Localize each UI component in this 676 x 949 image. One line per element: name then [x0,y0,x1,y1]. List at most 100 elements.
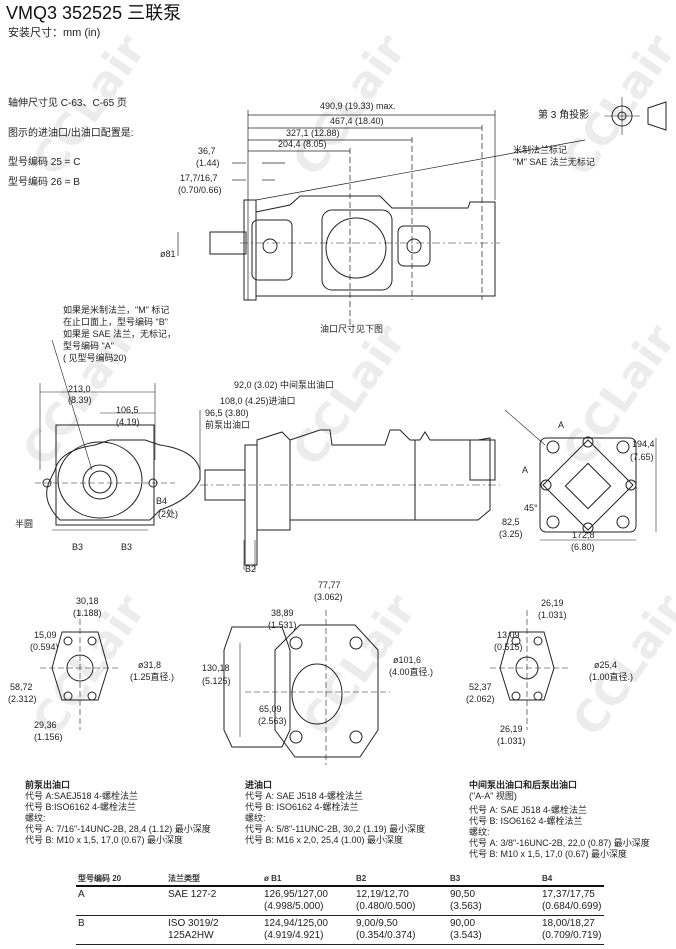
cell-line: SAE 127-2 [168,889,217,900]
port-note-line: 代号 A: 3/8"-16UNC-2B, 22,0 (0.87) 最小深度 [469,838,650,848]
dim-angle: 45° [524,503,538,513]
cell-line: (4.998/5.000) [264,901,324,912]
section-a-label: A [522,465,529,475]
dim-b3: B3 [72,542,84,552]
section-a-label: A [558,420,565,430]
dim-1-44: (1.44) [196,158,220,168]
dim-17-7: 17,7/16,7 [180,173,218,183]
port-note-title: 进油口 [245,780,273,790]
port1-dim: (2.312) [8,694,37,704]
cell-line: ISO 3019/2 [168,918,219,929]
projection-label: 第 3 角投影 [538,110,590,121]
port-note-line: 螺纹: [469,827,490,837]
cell-line: (0.480/0.500) [356,901,416,912]
port3-dia: (1.00直径.) [589,672,634,682]
page-subtitle: 安装尺寸：mm (in) [8,27,101,39]
table-header: ø B1 [262,872,354,887]
port1-dim: 29,36 [34,720,57,730]
port2-dia: ø101,6 [393,655,422,665]
port-note-line: 代号 A:SAEJ518 4-螺栓法兰 [25,791,139,801]
third-angle-projection-icon [604,97,667,135]
port2-dim: (1.531) [268,620,297,630]
port2-dim: (5.125) [202,676,231,686]
flange-spec-table: 型号编码 20 法兰类型 ø B1 B2 B3 B4 A SAE 127-2 1… [76,872,604,945]
port-note-line: 代号 B: ISO6162 4-螺栓法兰 [469,816,583,826]
port-flange-front-outlet [40,610,120,730]
table-cell: 90,50(3.563) [448,886,540,916]
dim-0-70: (0.70/0.66) [178,185,222,195]
pump-side-view [199,410,500,570]
front-note: ( 见型号编码20) [63,353,127,363]
dim-172-8: 172,8 [572,530,595,540]
port-note-title: 前泵出油口 [25,780,71,790]
port-flange-rear-outlet [490,610,568,730]
dim-7-65: (7.65) [630,452,654,462]
dim-b2: B2 [245,564,257,574]
dim-overall: 490,9 (19.33) max. [320,101,396,111]
dim-dia81: ø81 [160,249,176,259]
table-header: B4 [540,872,604,887]
cell-line: 12,19/12,70 [356,889,409,900]
cell-line: (4.919/4.921) [264,930,324,941]
cell-line: (3.563) [450,901,482,912]
table-cell: 126,95/127,00(4.998/5.000) [262,886,354,916]
port-note-title: 中间泵出油口和后泵出油口 [469,780,578,790]
port1-dia: ø31,8 [138,660,162,670]
flange-mark-1: 米制法兰标记 [513,145,568,155]
port-note-line: 代号 B: M10 x 1,5, 17,0 (0.67) 最小深度 [25,835,184,845]
port3-dim: 26,19 [500,724,523,734]
port2-dim: 38,89 [271,608,294,618]
dim-36-7: 36,7 [198,146,216,156]
port-note-line: 代号 B:ISO6162 4-螺栓法兰 [25,802,137,812]
table-header: 法兰类型 [166,872,262,887]
dim-467: 467,4 (18.40) [330,116,384,126]
dim-b4: B4 [156,496,168,506]
dim-204: 204,4 (8.05) [278,139,327,149]
port3-dim: 13,09 [497,630,520,640]
table-cell: 17,37/17,75(0.684/0.699) [540,886,604,916]
table-cell: 18,00/18,27(0.709/0.719) [540,915,604,945]
dim-4-19: (4.19) [116,417,140,427]
port1-dim: 15,09 [34,630,57,640]
cell-line: 9,00/9,50 [356,918,398,929]
flange-mark-2: "M" SAE 法兰无标记 [513,157,595,167]
table-cell: B [76,915,166,945]
port1-dim: (1.188) [73,608,102,618]
cell-line: 126,95/127,00 [264,889,328,900]
pump-front-view [35,339,201,531]
port-note-line: 代号 B: M16 x 2,0, 25,4 (1.00) 最小深度 [245,835,404,845]
port2-dim: (2.563) [258,716,287,726]
table-header: B2 [354,872,448,887]
port2-dim: 130,18 [202,663,230,673]
cell-line: 18,00/18,27 [542,918,595,929]
cell-line: (0.709/0.719) [542,930,602,941]
table-cell: 90,00(3.543) [448,915,540,945]
cell-line: 90,50 [450,889,476,900]
front-note: 如果是米制法兰，"M" 标记 [63,305,170,315]
table-cell: 124,94/125,00(4.919/4.921) [262,915,354,945]
table-cell: 9,00/9,50(0.354/0.374) [354,915,448,945]
cell-line: (0.684/0.699) [542,901,602,912]
table-header-row: 型号编码 20 法兰类型 ø B1 B2 B3 B4 [76,872,604,887]
front-note: 型号编码 "A" [63,341,114,351]
port-note-line: 螺纹: [245,813,266,823]
dim-front-outlet: 96,5 (3.80) [205,408,249,418]
port-note-mid-rear-outlet: 中间泵出油口和后泵出油口 ("A-A" 视图) 代号 A: SAE J518 4… [469,780,650,860]
note-shaft: 轴伸尺寸见 C-63、C-65 页 [8,98,127,109]
table-header: 型号编码 20 [76,872,166,887]
port-ref-note: 油口尺寸见下图 [320,324,384,334]
pump-rear-view [504,409,657,541]
port-note-inlet: 进油口 代号 A: SAE J518 4-螺栓法兰 代号 B: ISO6162 … [245,780,425,846]
port3-dim: (1.031) [538,610,567,620]
front-note: 如果是 SAE 法兰，无标记， [63,329,177,339]
pump-top-view [209,139,586,301]
dim-6-80: (6.80) [571,542,595,552]
table-cell: 12,19/12,70(0.480/0.500) [354,886,448,916]
label-front-outlet: 前泵出油口 [205,420,251,430]
port-note-line: 代号 A: SAE J518 4-螺栓法兰 [245,791,364,801]
cell-line: 17,37/17,75 [542,889,595,900]
